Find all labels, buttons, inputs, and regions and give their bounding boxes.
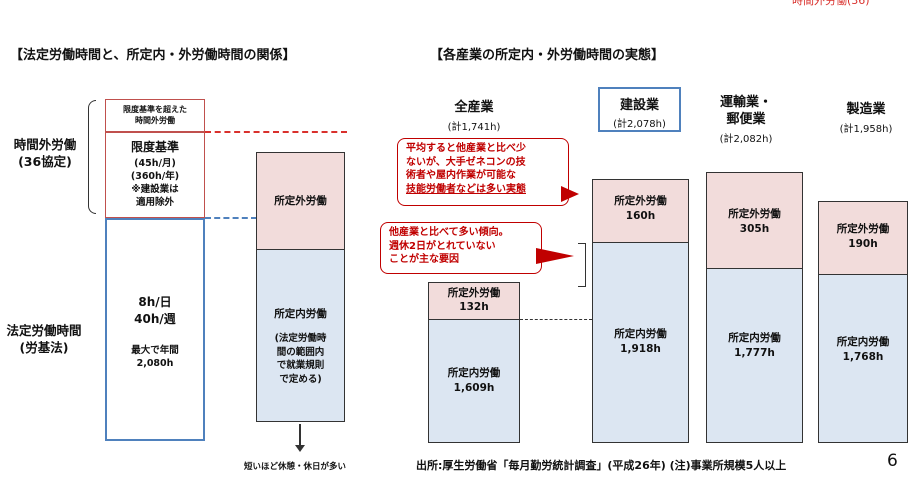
arrow-note: 短いほど休憩・休日が多い [244,462,347,472]
left-bar-overtime: 所定外労働 [256,152,345,250]
down-arrow-shaft [299,424,301,446]
industry-manufacturing-heading: 製造業 (計1,958h) [839,102,893,135]
callout-construction-reason: 他産業と比べて多い傾向。 週休2日がとれていない ことが主な要因 [380,222,542,274]
left-bar-regular: 所定内労働 (法定労働時 間の範囲内 で就業規則 で定める) [256,249,345,422]
limit-exceed-box: 限度基準を超えた 時間外労働 [105,99,205,132]
left-panel-title: 【法定労働時間と、所定内・外労働時間の関係】 [10,48,296,63]
overtime-brace [88,100,96,214]
limit-line [205,131,347,133]
construction-bracket [578,243,586,287]
transport-overtime-bar: 所定外労働 305h [706,172,803,269]
callout-construction-average: 平均すると他産業と比べ少 ないが、大手ゼネコンの技 術者や屋内作業が可能な 技能… [397,138,569,206]
transport-regular-bar: 所定内労働 1,777h [706,268,803,443]
construction-overtime-bar: 所定外労働 160h [592,179,689,243]
legal-line [205,217,257,219]
page-number: 6 [887,451,898,471]
manufacturing-regular-bar: 所定内労働 1,768h [818,274,908,443]
industry-all-heading: 全産業 (計1,741h) [447,100,501,133]
manufacturing-overtime-bar: 所定外労働 190h [818,201,908,275]
right-panel-title: 【各産業の所定内・外労働時間の実態】 [430,48,665,63]
all-regular-bar: 所定内労働 1,609h [428,319,520,443]
top-right-fragment: 時間外労働(36) [792,0,870,7]
down-arrow-icon [295,445,305,452]
overtime-label: 時間外労働 (36協定) [13,137,77,169]
source-note: 出所:厚生労働省「毎月勤労統計調査」(平成26年) (注)事業所規模5人以上 [416,459,787,472]
comparison-line [520,319,592,320]
callout1-pointer [561,186,579,202]
legal-hours-label: 法定労働時間 (労基法) [6,323,82,355]
construction-regular-bar: 所定内労働 1,918h [592,242,689,443]
industry-construction-heading: 建設業 (計2,078h) [598,87,681,132]
legal-hours-box: 8h/日 40h/週 最大で年間 2,080h [105,218,205,441]
all-overtime-bar: 所定外労働 132h [428,282,520,320]
callout2-pointer [536,248,574,264]
industry-transport-heading: 運輸業・ 郵便業 (計2,082h) [719,95,773,145]
limit-standard-box: 限度基準 (45h/月) (360h/年) ※建設業は 適用除外 [105,132,205,218]
